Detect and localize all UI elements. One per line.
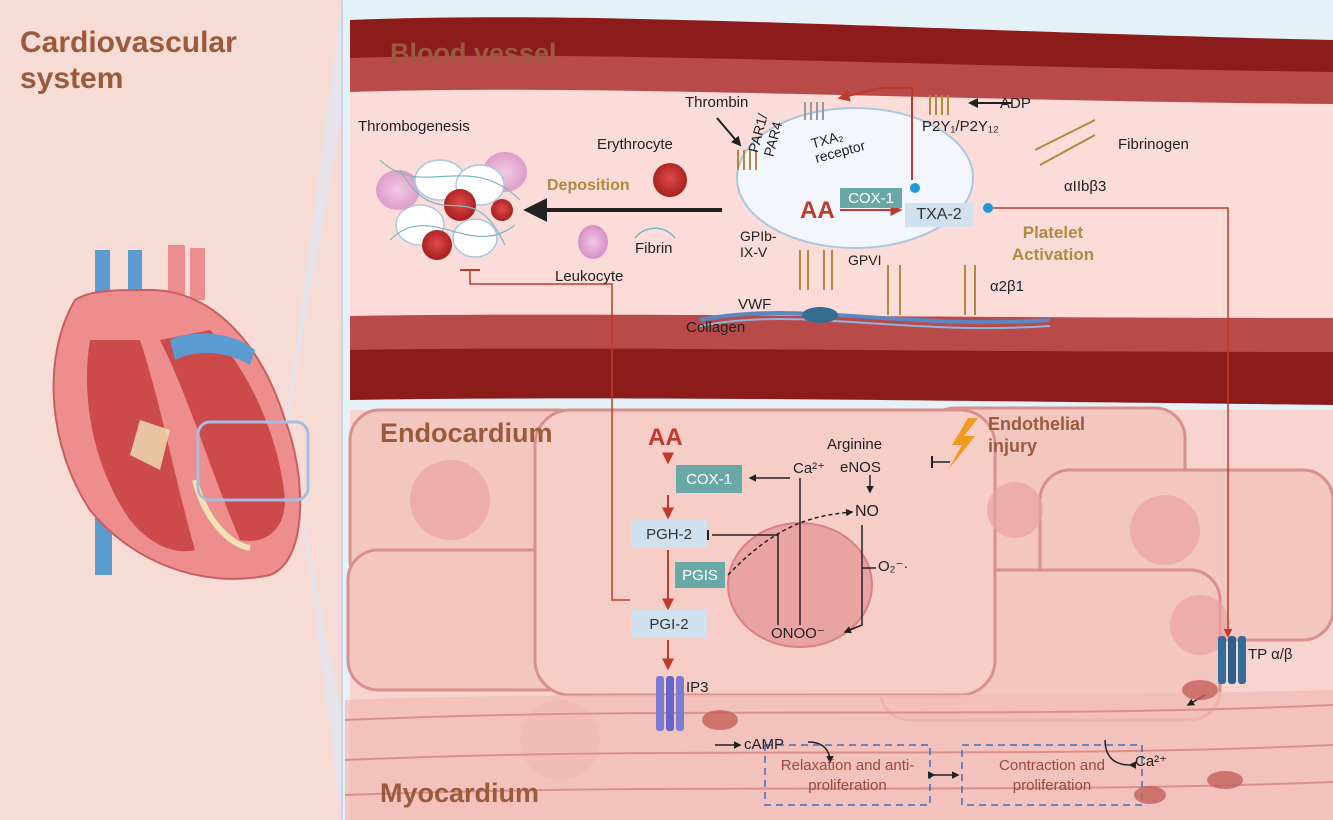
collagen-label: Collagen <box>686 319 746 336</box>
receptors <box>737 95 1096 315</box>
panel-title: Cardiovascular system <box>20 26 237 95</box>
ip3-receptor <box>656 676 684 731</box>
tp-label: TP α/β <box>1248 646 1293 663</box>
pgi2-inhibit <box>469 270 630 601</box>
deposition-label: Deposition <box>547 177 630 194</box>
pgh2-box: PGH-2 <box>631 520 707 548</box>
erythrocyte <box>653 163 687 197</box>
heart-illustration <box>52 245 310 580</box>
camp-label: cAMP <box>744 736 785 753</box>
vwf-label: VWF <box>738 296 772 313</box>
endocardium-label: Endocardium <box>380 418 553 448</box>
o2-label: O₂⁻· <box>878 558 909 575</box>
platelet-cox1-box: COX-1 <box>840 188 902 208</box>
platelet-aa-label: AA <box>800 197 835 224</box>
tissue-layers <box>344 406 1333 820</box>
ca-label: Ca²⁺ <box>793 460 826 477</box>
adp-label: ADP <box>1000 95 1031 112</box>
pgis-box: PGIS <box>675 562 725 588</box>
gpib-label: GPIb- IX-V <box>740 228 777 260</box>
contraction-label: Contraction and proliferation <box>999 757 1105 794</box>
tp-receptor <box>1218 636 1246 684</box>
platelet-txa2-box: TXA-2 <box>905 203 973 227</box>
fibrinogen-label: Fibrinogen <box>1118 136 1189 153</box>
myocardium-label: Myocardium <box>380 778 540 808</box>
leukocyte <box>578 225 608 259</box>
arginine-label: Arginine <box>827 436 883 453</box>
platelet-activation-label: Platelet Activation <box>1011 223 1095 264</box>
onoo-label: ONOO⁻ <box>771 625 825 642</box>
fibrin <box>634 227 676 239</box>
fibrin-label: Fibrin <box>635 240 673 257</box>
txa2-to-tp <box>993 207 1233 638</box>
ip3-label: IP3 <box>686 679 709 696</box>
contraction-box <box>961 744 1143 806</box>
pgi2-box: PGI-2 <box>631 610 707 638</box>
enos-label: eNOS <box>840 459 881 476</box>
no-label: NO <box>855 503 879 520</box>
relaxation-label: Relaxation and anti-proliferation <box>780 757 915 794</box>
gpvi-label: GPVI <box>848 252 882 268</box>
myo-ca-label: Ca²⁺ <box>1135 753 1168 770</box>
p2y-label: P2Y₁/P2Y₁₂ <box>922 118 999 135</box>
vwf-shape <box>802 307 838 323</box>
erythrocyte-label: Erythrocyte <box>597 136 673 153</box>
thrombus-cluster <box>376 152 687 260</box>
blood-vessel-label: Blood vessel <box>390 38 557 68</box>
collagen-fiber <box>699 310 1051 325</box>
leukocyte-label: Leukocyte <box>555 268 624 285</box>
a2b1-label: α2β1 <box>990 278 1024 295</box>
thrombogenesis-label: Thrombogenesis <box>358 118 470 135</box>
endothelial-injury-label: Endothelial injury <box>988 414 1086 456</box>
lightning-icon <box>948 418 978 470</box>
endo-aa-label: AA <box>648 424 683 451</box>
aiib-label: αIIbβ3 <box>1064 178 1107 195</box>
thrombin-label: Thrombin <box>685 94 749 111</box>
zoom-box <box>196 420 310 502</box>
endo-cox1-box: COX-1 <box>676 465 742 493</box>
